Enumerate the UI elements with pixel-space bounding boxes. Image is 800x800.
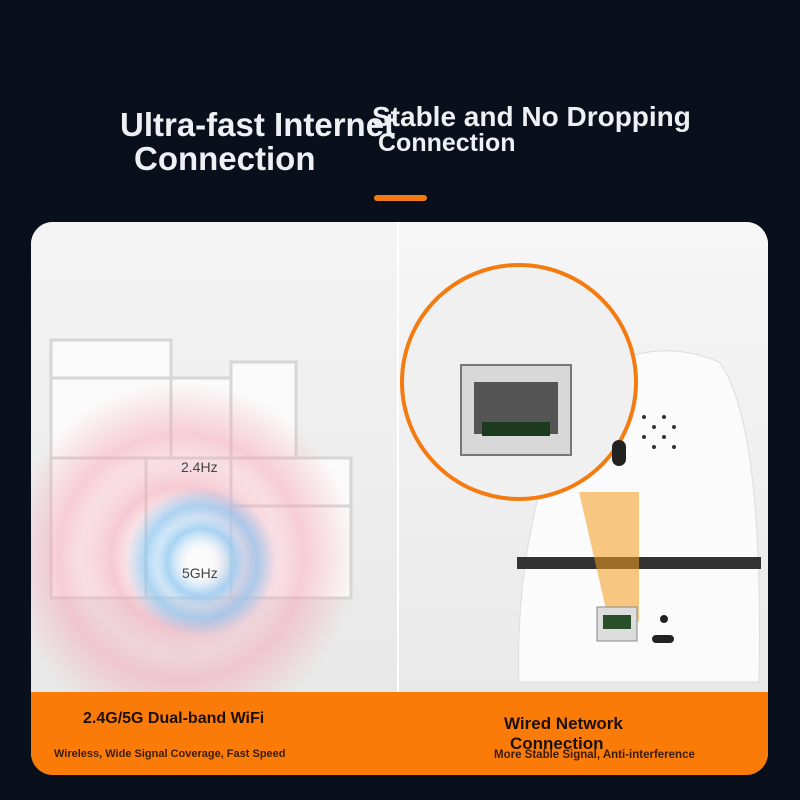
headline-left-line2: Connection xyxy=(134,140,316,177)
headline-left-line1: Ultra-fast Internet xyxy=(120,106,396,143)
wifi-subtitle: Wireless, Wide Signal Coverage, Fast Spe… xyxy=(54,748,286,760)
band-24-label: 2.4Hz xyxy=(181,459,218,475)
band-5-label: 5GHz xyxy=(182,565,218,581)
wired-title-line1: Wired Network xyxy=(504,714,623,733)
caption-band: 2.4G/5G Dual-band WiFi Wireless, Wide Si… xyxy=(31,692,768,775)
wifi-panel: 2.4Hz 5GHz xyxy=(31,222,398,732)
panel-divider xyxy=(397,222,399,775)
wired-subtitle: More Stable Signal, Anti-interference xyxy=(494,749,695,761)
camera-ethernet-illustration xyxy=(400,263,761,683)
feature-card: 2.4Hz 5GHz 2.4G/5G Dual-band WiFi Wirele… xyxy=(31,222,768,775)
floorplan-wifi-illustration xyxy=(31,338,356,732)
wired-title-line2: Connection xyxy=(510,734,604,753)
wifi-title: 2.4G/5G Dual-band WiFi xyxy=(83,710,265,727)
headline-right-line1: Stable and No Dropping xyxy=(372,101,691,132)
accent-bar xyxy=(374,195,427,201)
headline-right-line2: Connection xyxy=(378,129,516,157)
wired-panel xyxy=(399,222,768,692)
